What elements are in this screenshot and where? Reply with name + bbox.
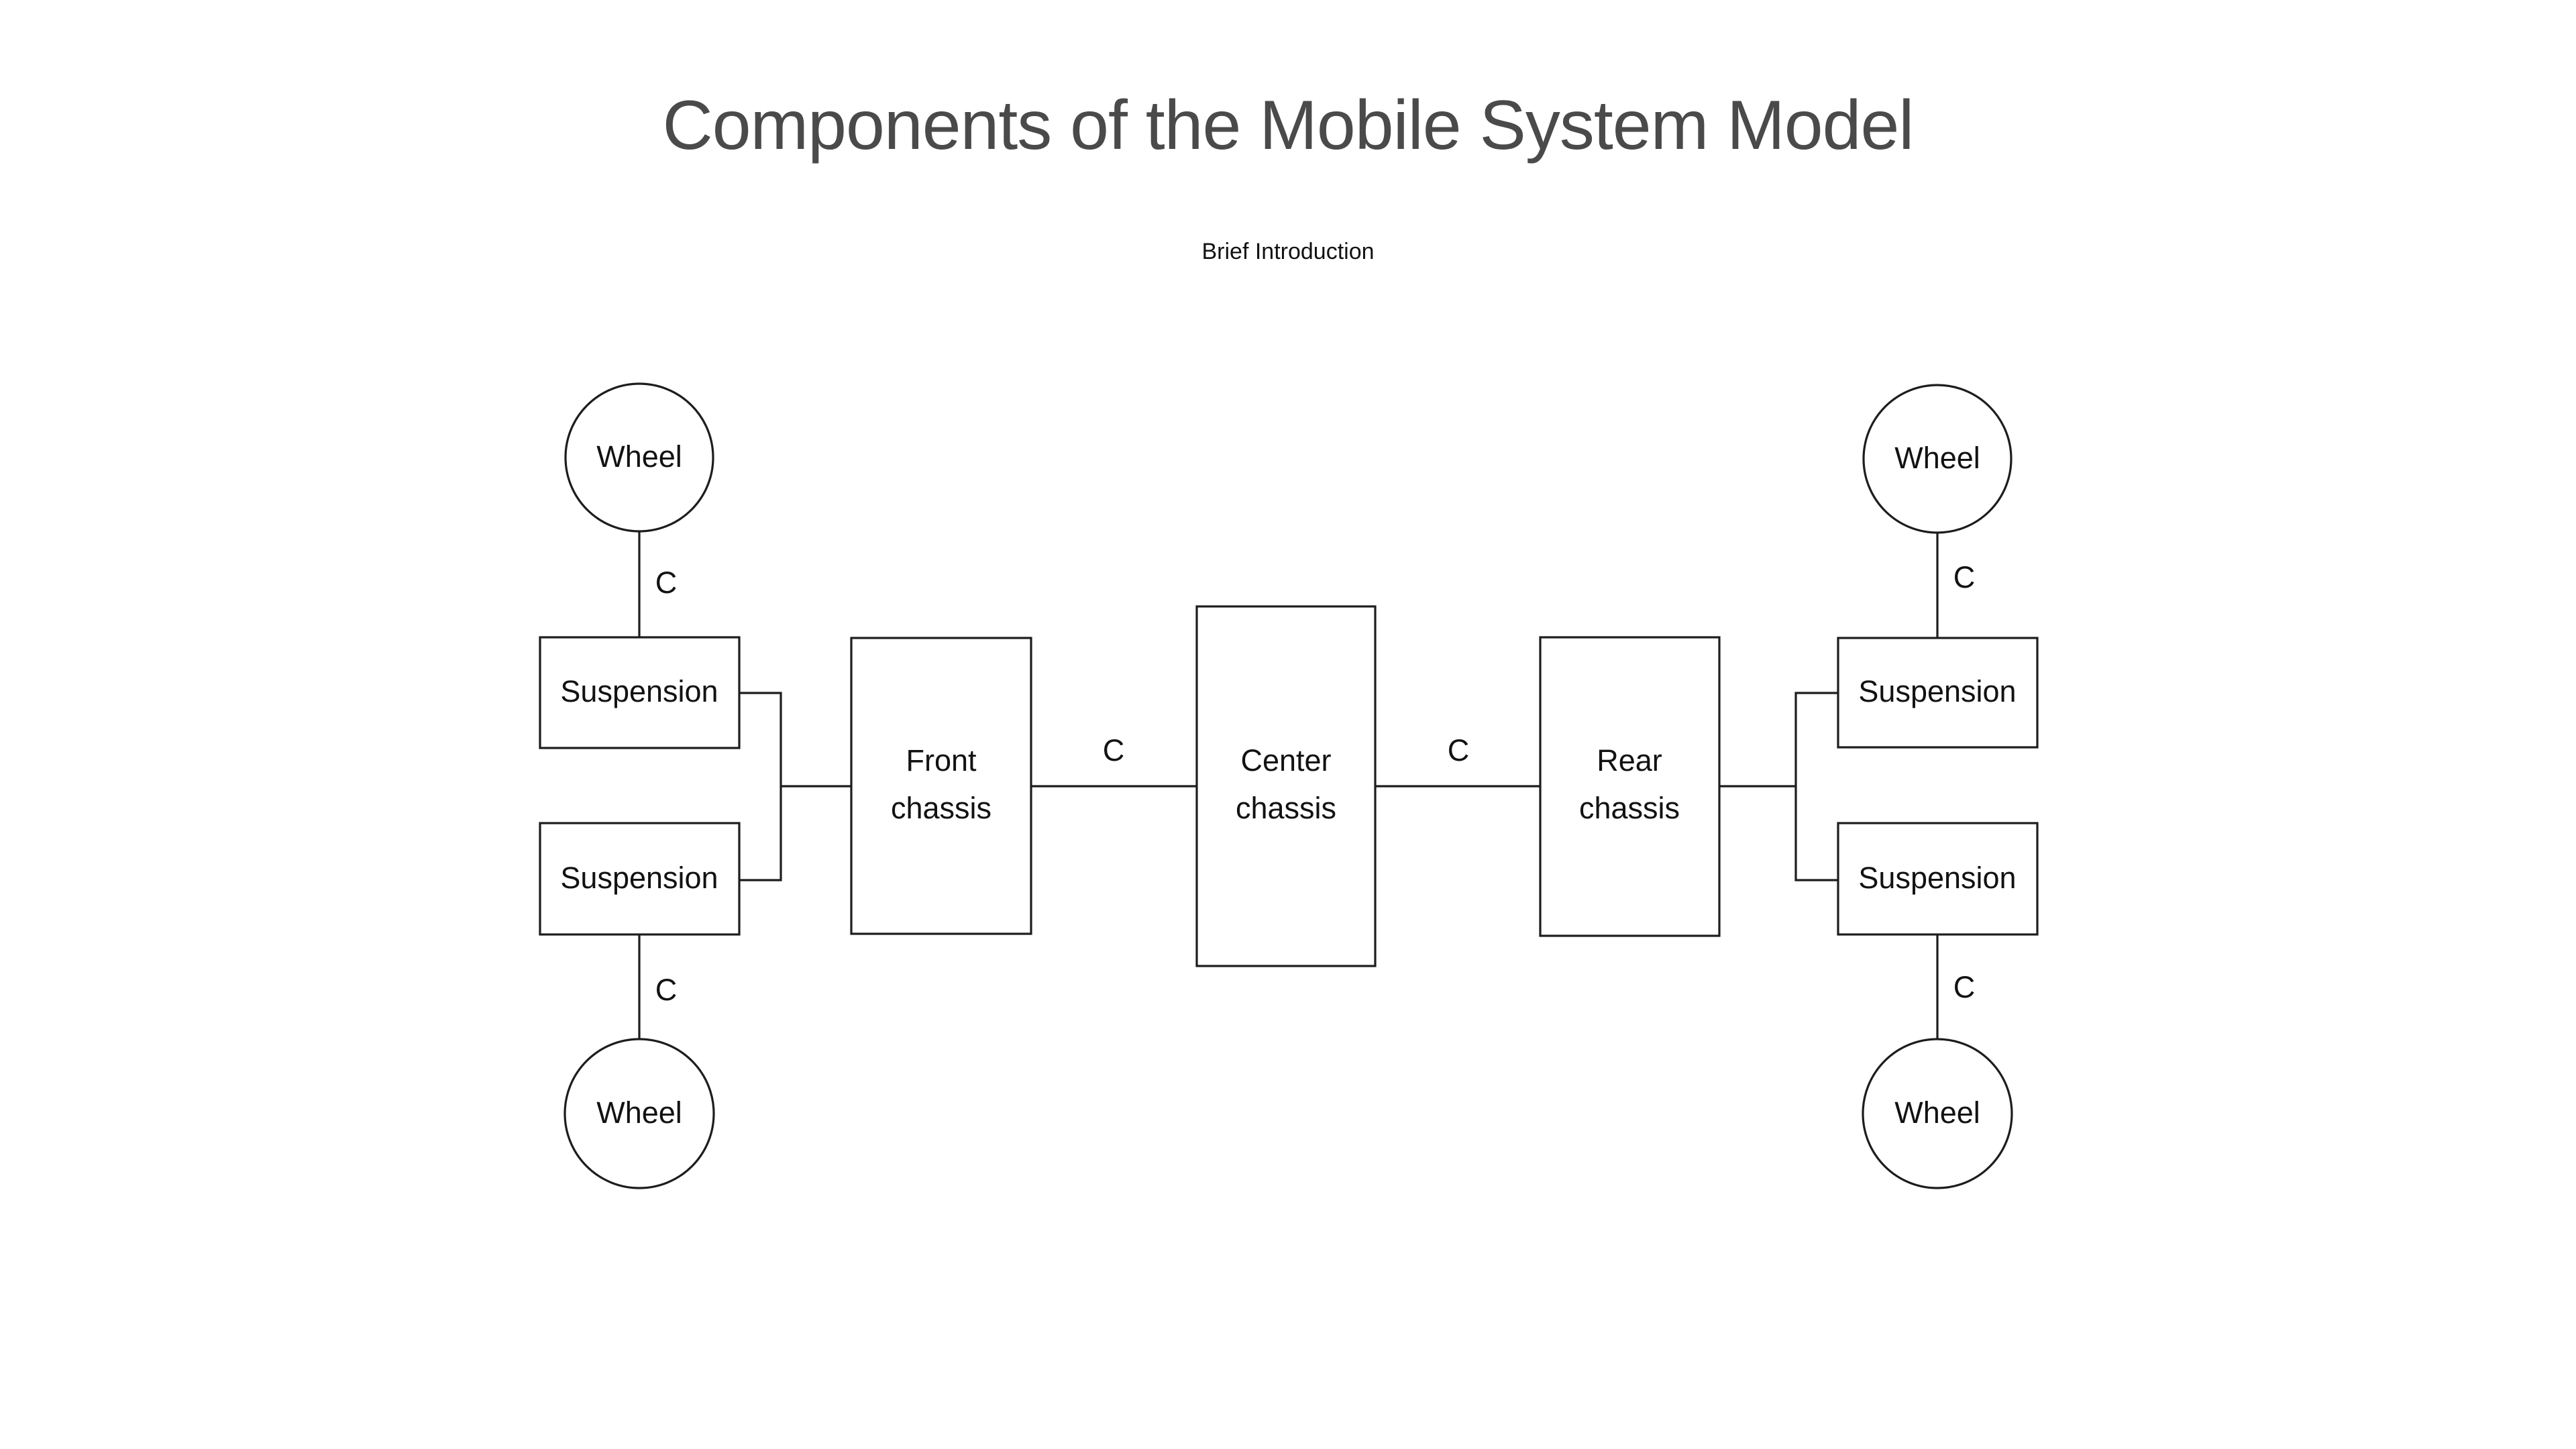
edge-label-wheel-rear-right: C xyxy=(1953,970,1976,1004)
node-label: Wheel xyxy=(1894,1095,1980,1130)
node-rear-chassis[interactable]: Rear chassis xyxy=(1539,636,1721,937)
node-label: Wheel xyxy=(1894,441,1980,475)
node-suspension-front-left[interactable]: Suspension xyxy=(539,636,741,749)
node-label: Suspension xyxy=(1858,674,2016,708)
node-label-line2: chassis xyxy=(1236,791,1336,825)
node-label-line1: Center xyxy=(1240,743,1331,777)
edge-label-wheel-front-left: C xyxy=(655,566,678,600)
edge-label-layer: C C C C C C xyxy=(655,560,1976,1007)
node-suspension-rear-right[interactable]: Suspension xyxy=(1837,822,2039,936)
node-wheel-rear-left[interactable]: Wheel xyxy=(1862,384,2012,534)
suspension-box xyxy=(1837,822,2039,936)
node-label: Suspension xyxy=(560,861,718,895)
node-wheel-rear-right[interactable]: Wheel xyxy=(1862,1038,2013,1189)
node-label-line1: Rear xyxy=(1597,743,1662,777)
wheel-circle xyxy=(564,382,714,533)
wheel-circle xyxy=(1862,384,2012,534)
node-suspension-front-right[interactable]: Suspension xyxy=(539,822,741,936)
connector-suspension-rear-bracket xyxy=(1794,692,1838,881)
node-wheel-front-left[interactable]: Wheel xyxy=(564,382,714,533)
chassis-box xyxy=(1539,636,1721,937)
subtitle-block: Brief Introduction xyxy=(0,238,2576,266)
chassis-box xyxy=(850,637,1032,935)
node-label: Suspension xyxy=(560,674,718,708)
node-center-chassis[interactable]: Center chassis xyxy=(1195,605,1377,967)
edge-label-front-to-center: C xyxy=(1103,733,1125,767)
node-layer: Wheel Wheel Wheel Wheel xyxy=(539,382,2039,1189)
node-label-line2: chassis xyxy=(891,791,991,825)
node-suspension-rear-left[interactable]: Suspension xyxy=(1837,637,2039,749)
edge-label-wheel-rear-left: C xyxy=(1953,560,1976,594)
node-label-line2: chassis xyxy=(1579,791,1680,825)
node-label: Wheel xyxy=(596,1095,682,1130)
node-label-line1: Front xyxy=(906,743,977,777)
wheel-circle xyxy=(1862,1038,2013,1189)
suspension-box xyxy=(539,822,741,936)
node-wheel-front-right[interactable]: Wheel xyxy=(564,1038,715,1189)
edge-label-wheel-front-right: C xyxy=(655,973,678,1007)
wheel-circle xyxy=(564,1038,715,1189)
chassis-box xyxy=(1195,605,1377,967)
connector-layer xyxy=(638,531,1939,1039)
edge-label-center-to-rear: C xyxy=(1448,733,1470,767)
suspension-box xyxy=(539,636,741,749)
suspension-box xyxy=(1837,637,2039,749)
connector-suspension-front-bracket xyxy=(739,692,782,881)
node-label: Wheel xyxy=(596,439,682,474)
title-block: Components of the Mobile System Model xyxy=(0,87,2576,164)
page-title: Components of the Mobile System Model xyxy=(662,87,1915,164)
node-front-chassis[interactable]: Front chassis xyxy=(850,637,1032,935)
node-label: Suspension xyxy=(1858,861,2016,895)
page-subtitle: Brief Introduction xyxy=(1201,239,1375,264)
